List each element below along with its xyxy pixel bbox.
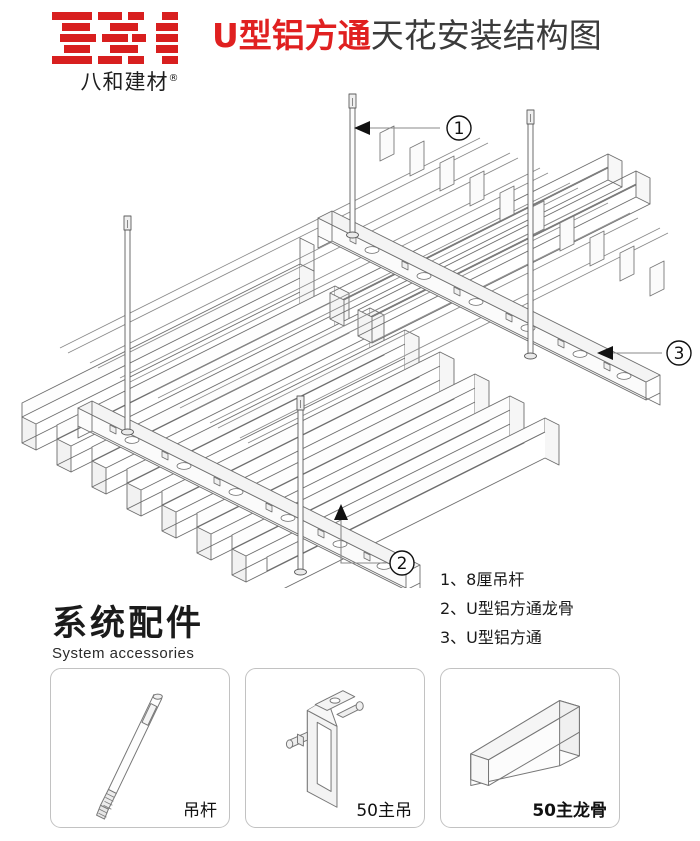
accessories-subtitle: System accessories bbox=[52, 645, 195, 662]
legend-item: 2、U型铝方通龙骨 bbox=[440, 599, 574, 618]
registered-mark: ® bbox=[168, 73, 180, 84]
accessory-card-hanger-rod[interactable]: 吊杆 bbox=[50, 668, 230, 828]
page-title-highlight: U型铝方通 bbox=[212, 16, 371, 55]
legend-item: 3、U型铝方通 bbox=[440, 628, 542, 647]
accessory-card-main-hanger[interactable]: 50主吊 bbox=[245, 668, 425, 828]
brand-name: 八和建材® bbox=[45, 66, 215, 96]
page-title-rest: 天花安装结构图 bbox=[370, 16, 602, 55]
accessories-heading: 系统配件 System accessories bbox=[52, 604, 312, 664]
threaded-hanger-rod-icon bbox=[96, 693, 163, 820]
callout-2-label: 2 bbox=[397, 554, 408, 574]
accessories-title: 系统配件 bbox=[52, 604, 205, 644]
accessory-card-main-runner[interactable]: 50主龙骨 bbox=[440, 668, 620, 828]
accessories-boxes: 吊杆 bbox=[0, 668, 700, 833]
legend-item: 1、8厘吊杆 bbox=[440, 570, 525, 589]
page-header: 八和建材® U型铝方通天花安装结构图 bbox=[0, 0, 700, 110]
accessory-label: 50主吊 bbox=[356, 801, 412, 821]
main-hanger-bracket-icon bbox=[285, 690, 364, 808]
brand-name-text: 八和建材 bbox=[80, 70, 169, 94]
callout-3: 3 bbox=[597, 340, 692, 366]
callout-2: 2 bbox=[334, 504, 415, 576]
accessory-label: 50主龙骨 bbox=[532, 801, 607, 821]
c-channel-runner-icon bbox=[470, 700, 580, 787]
callout-1-label: 1 bbox=[454, 119, 465, 139]
callout-3-label: 3 bbox=[674, 344, 685, 364]
callout-1: 1 bbox=[354, 115, 472, 141]
bars-grid-logo-icon bbox=[52, 12, 178, 64]
u-baffle-ceiling-isometric: 1 2 3 bbox=[0, 78, 700, 588]
page-title: U型铝方通天花安装结构图 bbox=[212, 14, 602, 58]
legend-list: 1、8厘吊杆 2、U型铝方通龙骨 3、U型铝方通 bbox=[440, 565, 690, 652]
accessory-label: 吊杆 bbox=[183, 801, 217, 821]
